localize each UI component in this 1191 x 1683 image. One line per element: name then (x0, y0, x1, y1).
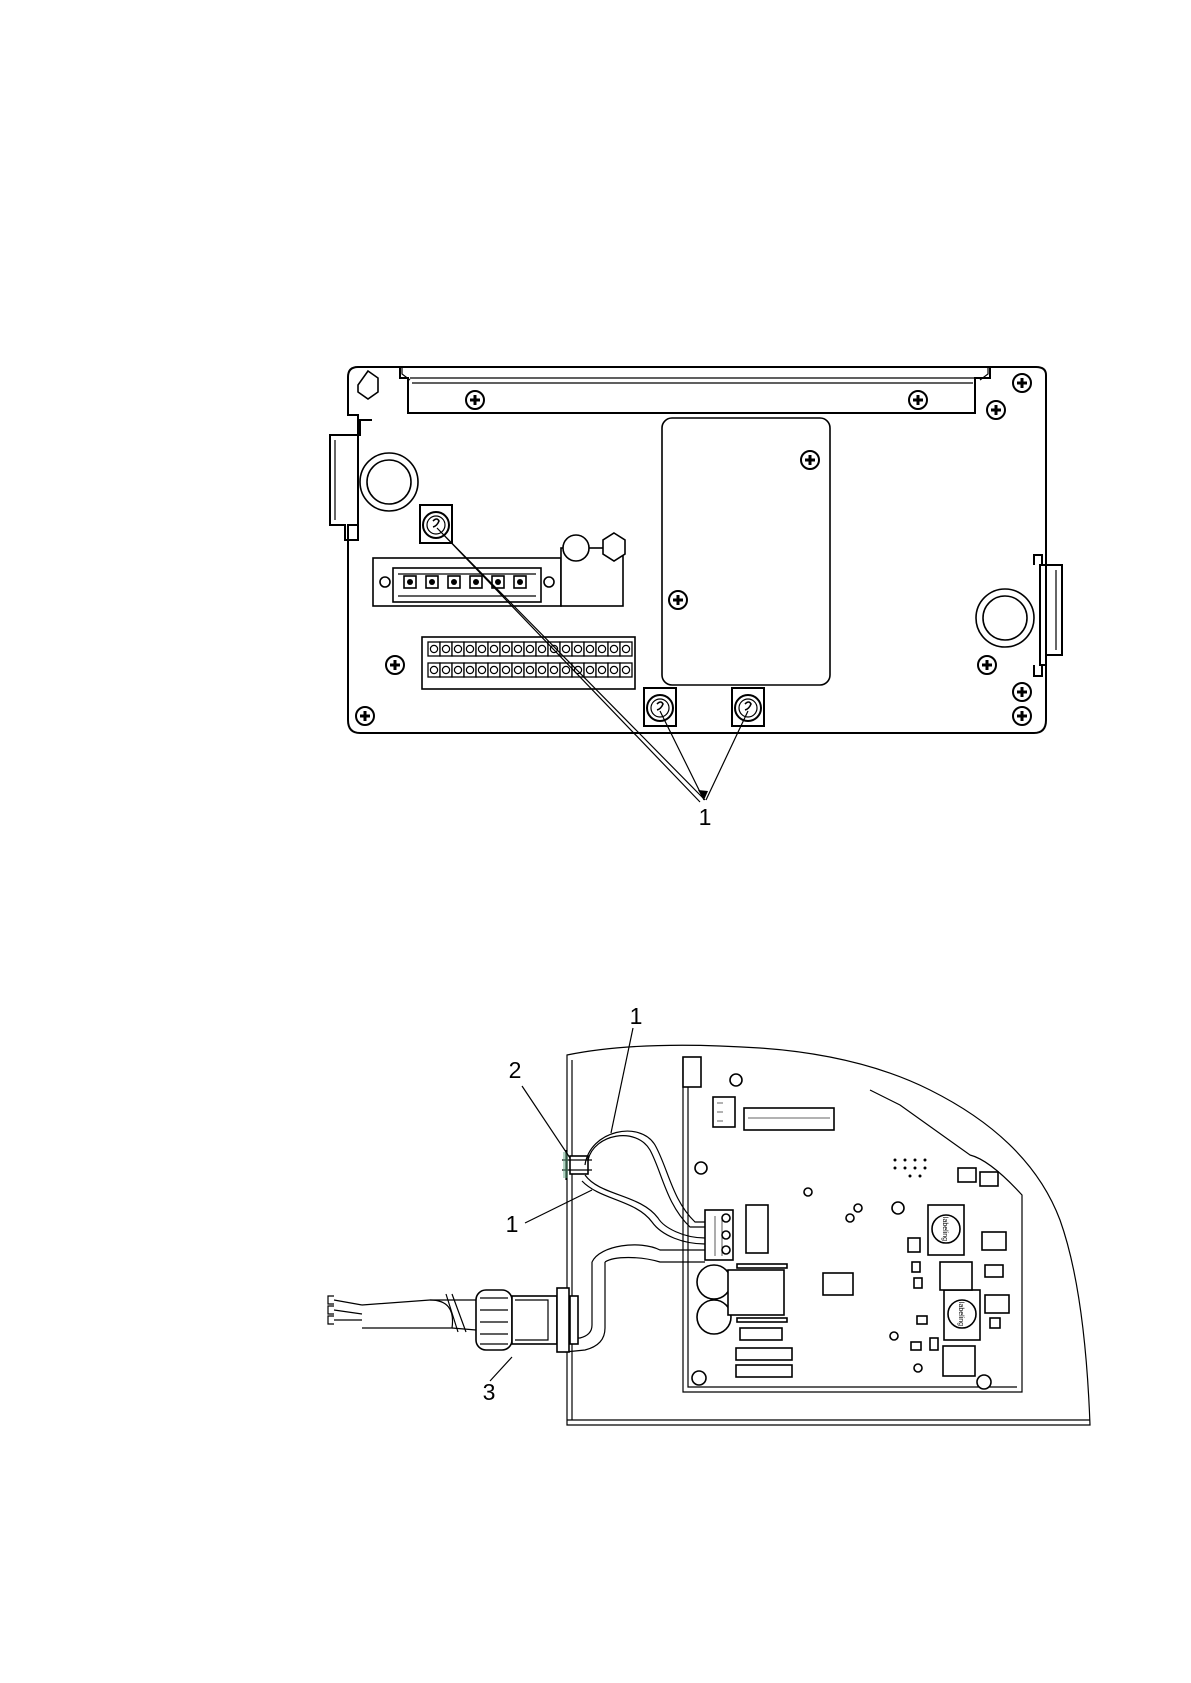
pcb-board: labeling labeling (683, 1057, 1022, 1392)
svg-text:labeling: labeling (957, 1302, 964, 1326)
signal-terminal-strip (422, 637, 635, 689)
cable-gland-icon (476, 1288, 578, 1352)
figure-2-cable-entry: labeling labeling (328, 1003, 1090, 1425)
top-rail (400, 367, 990, 413)
callout-1-top-label: 1 (630, 1003, 643, 1029)
inductor-bottom: labeling (944, 1290, 980, 1340)
callout-2-label: 2 (509, 1057, 522, 1083)
left-mounting-bracket (330, 420, 418, 540)
power-terminal-block (373, 558, 561, 606)
stud-block (561, 533, 625, 606)
svg-text:labeling: labeling (941, 1217, 948, 1241)
callout-3-label: 3 (483, 1379, 496, 1405)
figure-1-mounting-plate: 1 (330, 367, 1062, 830)
hex-nut-icon (358, 371, 378, 399)
inductor-top: labeling (928, 1205, 964, 1255)
housing-wall (567, 1045, 1090, 1425)
callout-1-mid-label: 1 (506, 1211, 519, 1237)
ground-wires (582, 1131, 705, 1244)
callout-1-label: 1 (699, 804, 712, 830)
